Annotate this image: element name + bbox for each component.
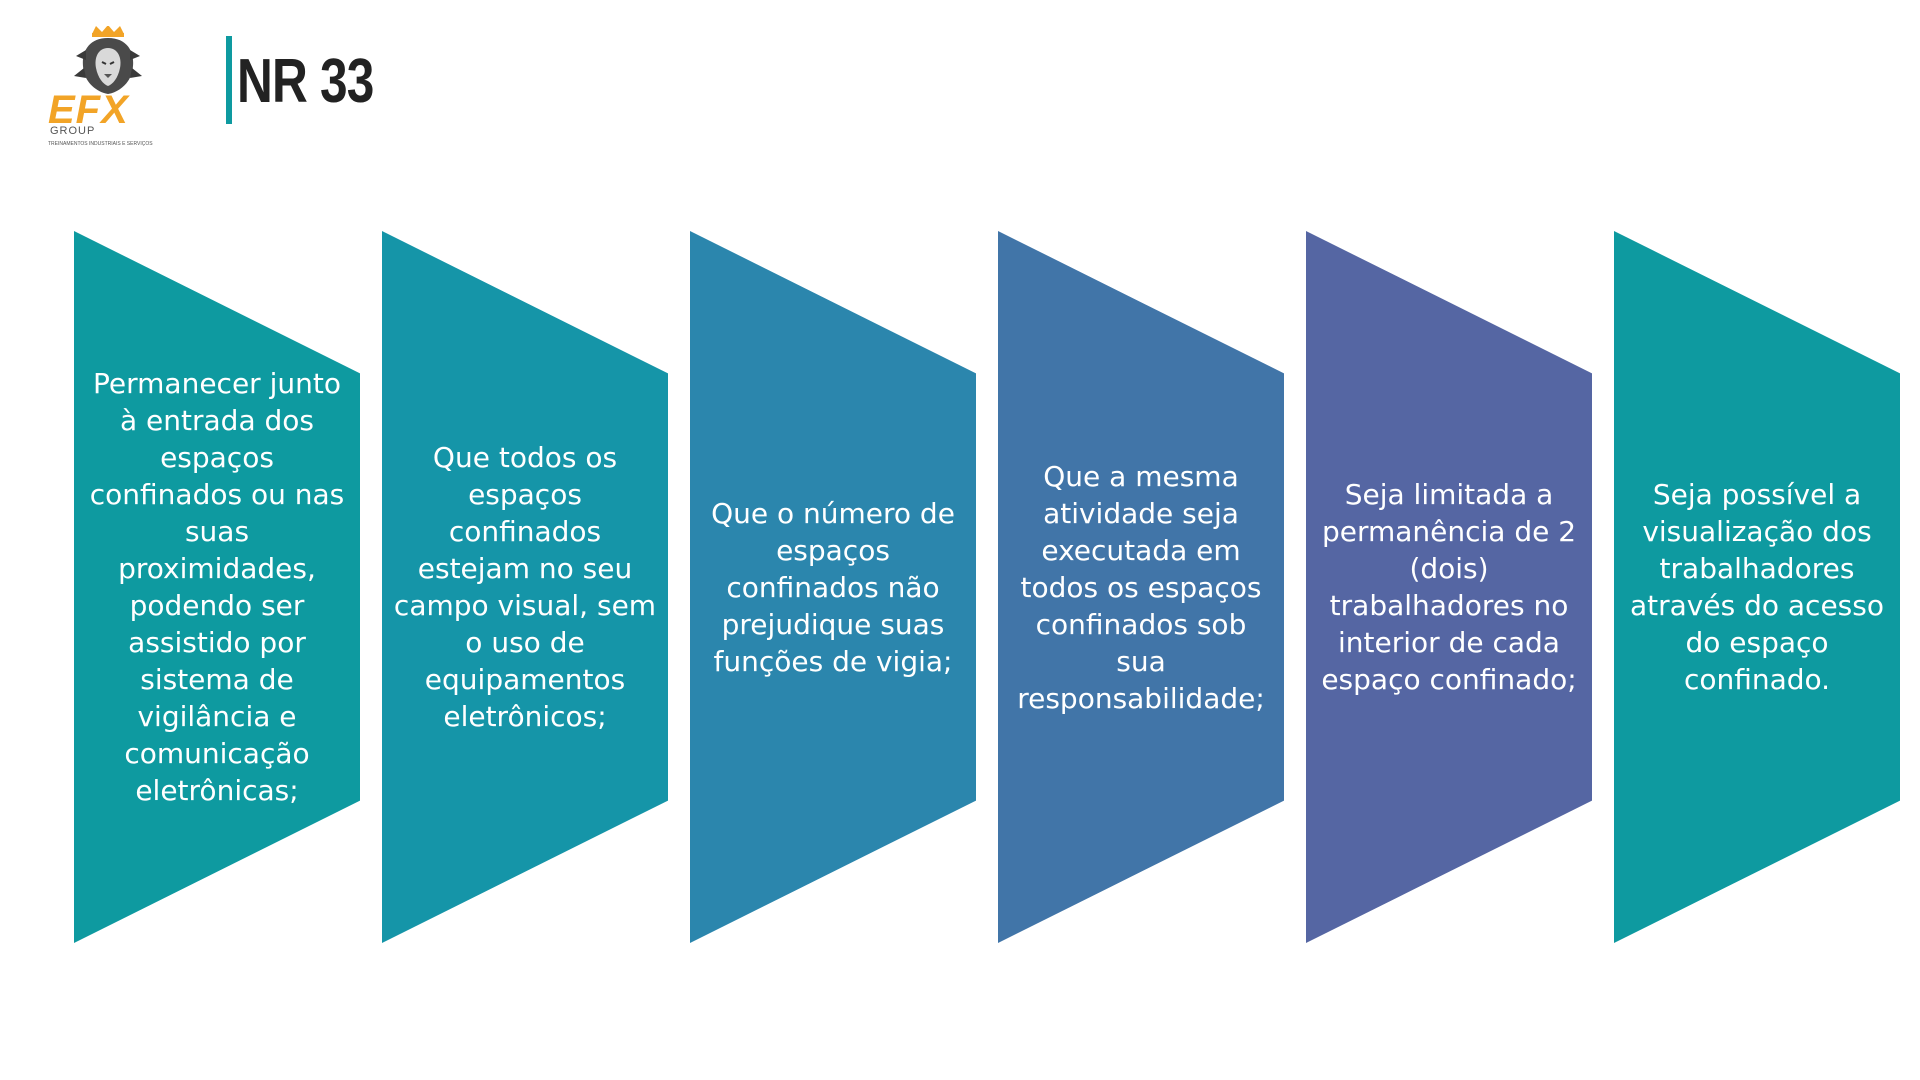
process-step-5: Seja limitada a permanência de 2 (dois) … xyxy=(1306,231,1592,943)
process-step-4: Que a mesma atividade seja executada em … xyxy=(998,231,1284,943)
process-step-text: Que todos os espaços confinados estejam … xyxy=(392,231,658,943)
logo-tagline: TREINAMENTOS INDUSTRIAIS E SERVIÇOS xyxy=(48,141,153,147)
logo-group: GROUP xyxy=(50,125,96,137)
lion-crown-icon xyxy=(74,26,142,94)
process-step-text: Seja limitada a permanência de 2 (dois) … xyxy=(1316,231,1582,943)
process-step-label: Seja limitada a permanência de 2 (dois) … xyxy=(1321,478,1577,696)
process-step-label: Permanecer junto à entrada dos espaços c… xyxy=(89,367,345,807)
header-accent-bar xyxy=(226,36,232,124)
process-step-label: Que todos os espaços confinados estejam … xyxy=(393,441,657,733)
process-step-3: Que o número de espaços confinados não p… xyxy=(690,231,976,943)
process-step-text: Permanecer junto à entrada dos espaços c… xyxy=(84,231,350,943)
process-step-text: Que a mesma atividade seja executada em … xyxy=(1008,231,1274,943)
process-step-label: Que a mesma atividade seja executada em … xyxy=(1017,459,1265,715)
logo-brand: EFX xyxy=(48,88,129,132)
process-step-text: Seja possível a visualização dos trabalh… xyxy=(1624,231,1890,943)
process-step-1: Permanecer junto à entrada dos espaços c… xyxy=(74,231,360,943)
process-step-2: Que todos os espaços confinados estejam … xyxy=(382,231,668,943)
process-step-label: Que o número de espaços confinados não p… xyxy=(711,496,955,678)
process-step-label: Seja possível a visualização dos trabalh… xyxy=(1630,478,1884,696)
process-step-6: Seja possível a visualização dos trabalh… xyxy=(1614,231,1900,943)
page-title: NR 33 xyxy=(237,47,374,116)
company-logo: EFX GROUP TREINAMENTOS INDUSTRIAIS E SER… xyxy=(46,26,176,150)
process-step-text: Que o número de espaços confinados não p… xyxy=(700,231,966,943)
